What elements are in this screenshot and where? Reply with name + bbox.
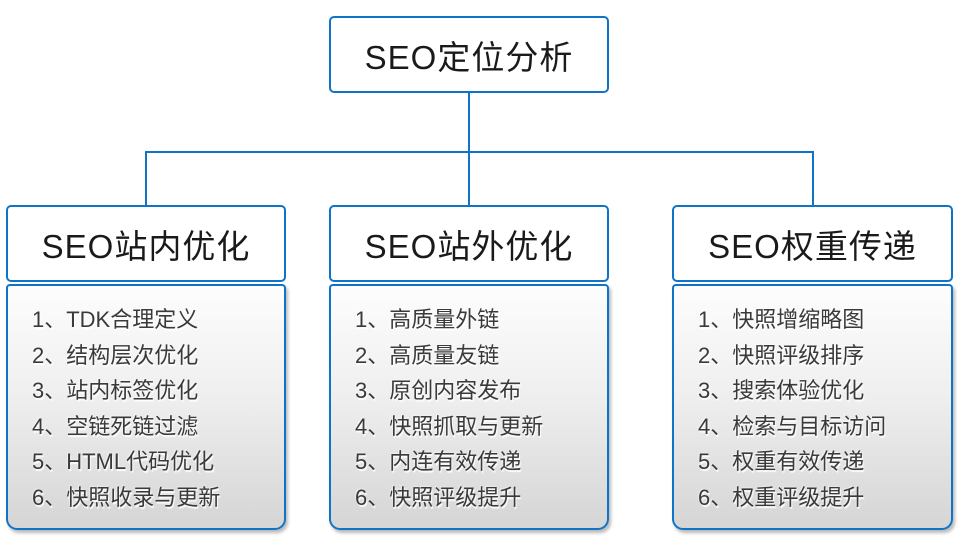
list-item: 2、快照评级排序 xyxy=(698,342,865,368)
list-item: 1、快照增缩略图 xyxy=(698,307,865,332)
branch-header-weight: SEO权重传递 xyxy=(672,205,953,282)
branch-panel-offsite: 1、高质量外链 2、高质量友链 3、原创内容发布 4、快照抓取与更新 5、内连有… xyxy=(329,284,609,530)
branch-header-weight-label: SEO权重传递 xyxy=(708,227,917,265)
list-item: 4、检索与目标访问 xyxy=(698,413,887,439)
list-item: 6、权重评级提升 xyxy=(698,484,865,510)
connector-horizontal-bar xyxy=(145,151,814,153)
list-item: 5、HTML代码优化 xyxy=(32,449,215,475)
list-item: 3、搜索体验优化 xyxy=(698,378,865,404)
list-item: 5、内连有效传递 xyxy=(355,449,522,475)
connector-root-vertical xyxy=(468,93,470,151)
branch-header-onsite: SEO站内优化 xyxy=(6,205,286,282)
list-item: 5、权重有效传递 xyxy=(698,449,865,475)
branch-panel-weight: 1、快照增缩略图 2、快照评级排序 3、搜索体验优化 4、检索与目标访问 5、权… xyxy=(672,284,953,530)
connector-drop-left xyxy=(145,151,147,205)
branch-header-offsite: SEO站外优化 xyxy=(329,205,609,282)
connector-drop-right xyxy=(812,151,814,205)
weight-item-list: 1、快照增缩略图 2、快照评级排序 3、搜索体验优化 4、检索与目标访问 5、权… xyxy=(674,286,951,516)
connector-drop-middle xyxy=(468,151,470,205)
list-item: 1、TDK合理定义 xyxy=(32,307,199,332)
root-node-label: SEO定位分析 xyxy=(364,38,574,76)
offsite-item-list: 1、高质量外链 2、高质量友链 3、原创内容发布 4、快照抓取与更新 5、内连有… xyxy=(331,286,607,516)
onsite-item-list: 1、TDK合理定义 2、结构层次优化 3、站内标签优化 4、空链死链过滤 5、H… xyxy=(8,286,284,516)
list-item: 6、快照收录与更新 xyxy=(32,484,221,510)
branch-panel-onsite: 1、TDK合理定义 2、结构层次优化 3、站内标签优化 4、空链死链过滤 5、H… xyxy=(6,284,286,530)
list-item: 3、原创内容发布 xyxy=(355,378,522,404)
root-node-seo-positioning: SEO定位分析 xyxy=(329,16,609,93)
list-item: 4、快照抓取与更新 xyxy=(355,413,544,439)
list-item: 3、站内标签优化 xyxy=(32,378,199,404)
list-item: 1、高质量外链 xyxy=(355,307,500,332)
branch-header-onsite-label: SEO站内优化 xyxy=(41,227,251,265)
branch-header-offsite-label: SEO站外优化 xyxy=(364,227,574,265)
list-item: 4、空链死链过滤 xyxy=(32,413,199,439)
list-item: 2、高质量友链 xyxy=(355,342,500,368)
list-item: 2、结构层次优化 xyxy=(32,342,199,368)
list-item: 6、快照评级提升 xyxy=(355,484,522,510)
